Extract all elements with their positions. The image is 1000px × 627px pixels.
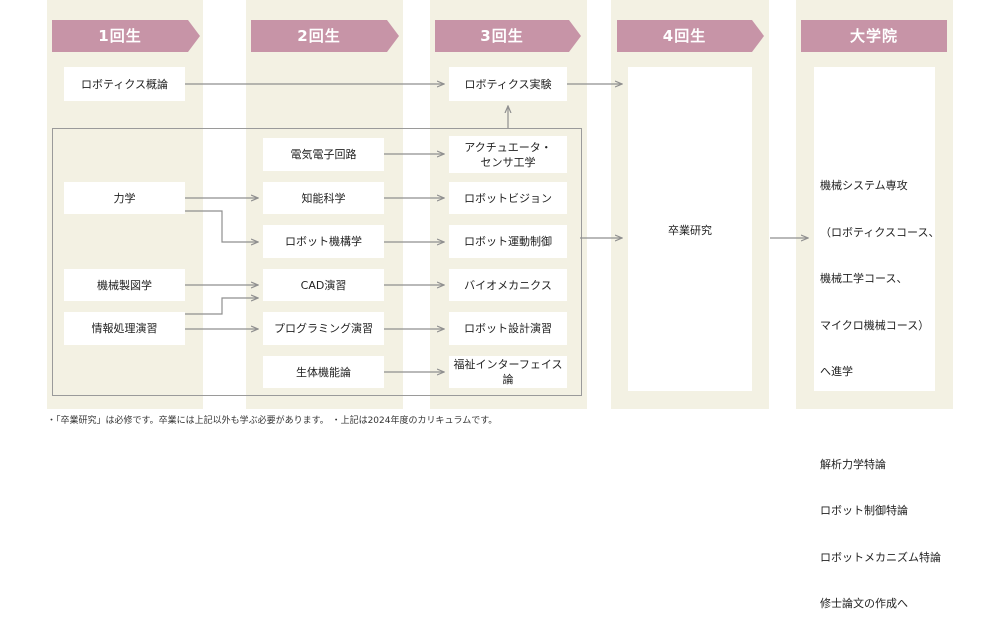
- header-year4-label: 4回生: [662, 27, 707, 45]
- course-cad: CAD演習: [263, 269, 384, 301]
- course-biomechanics: バイオメカニクス: [449, 269, 567, 301]
- grad-box: [814, 67, 935, 391]
- arrow-mechanics-to-kinematics: [185, 210, 258, 242]
- footnote: ・「卒業研究」は必修です。卒業には上記以外も学ぶ必要があります。 ・上記は202…: [47, 416, 498, 426]
- course-kinematics: ロボット機構学: [263, 225, 384, 258]
- course-actuator-line1: アクチュエータ・: [464, 140, 552, 154]
- header-year1: 1回生: [52, 20, 200, 52]
- grad-line: 解析力学特論: [820, 457, 886, 471]
- header-grad: 大学院: [801, 20, 947, 52]
- grad-line: 機械システム専攻: [820, 179, 908, 192]
- header-grad-label: 大学院: [849, 27, 898, 45]
- grad-line: 修士論文の作成へ: [820, 597, 908, 610]
- course-welfare: 福祉インターフェイス論: [449, 356, 567, 388]
- course-info-processing: 情報処理演習: [64, 312, 185, 345]
- course-design-practice: ロボット設計演習: [449, 312, 567, 345]
- grad-line: ロボットメカニズム特論: [820, 550, 941, 564]
- course-programming: プログラミング演習: [263, 312, 384, 345]
- course-graduation-research-label: 卒業研究: [668, 224, 712, 237]
- course-robotics-intro: ロボティクス概論: [64, 67, 185, 101]
- course-biomech: 生体機能論: [263, 356, 384, 388]
- header-year1-label: 1回生: [98, 27, 142, 45]
- connector-arrows: [185, 0, 1000, 428]
- course-mech-drawing: 機械製図学: [64, 269, 185, 301]
- course-group-frame: [52, 128, 582, 396]
- grad-line: （ロボティクスコース、: [820, 225, 940, 239]
- course-vision: ロボットビジョン: [449, 182, 567, 214]
- course-actuator-sensor: アクチュエータ・ センサ工学: [449, 136, 567, 173]
- grad-line: マイクロ機械コース）: [820, 318, 930, 332]
- arrow-info-to-cad: [185, 298, 258, 315]
- course-actuator-line2: センサ工学: [480, 155, 536, 169]
- header-year3: 3回生: [435, 20, 581, 52]
- course-electronics: 電気電子回路: [263, 138, 384, 171]
- header-year3-label: 3回生: [480, 27, 524, 45]
- course-intelligence: 知能科学: [263, 182, 384, 214]
- grad-line: へ進学: [820, 365, 853, 378]
- course-robotics-exp: ロボティクス実験: [449, 67, 567, 101]
- course-motion-control: ロボット運動制御: [449, 225, 567, 258]
- course-graduation-research: 卒業研究: [628, 67, 752, 391]
- grad-line: ロボット制御特論: [820, 504, 908, 517]
- header-year2-label: 2回生: [297, 27, 341, 45]
- header-year4: 4回生: [617, 20, 764, 52]
- course-mechanics: 力学: [64, 182, 185, 214]
- header-year2: 2回生: [251, 20, 399, 52]
- grad-line: 機械工学コース、: [820, 272, 908, 285]
